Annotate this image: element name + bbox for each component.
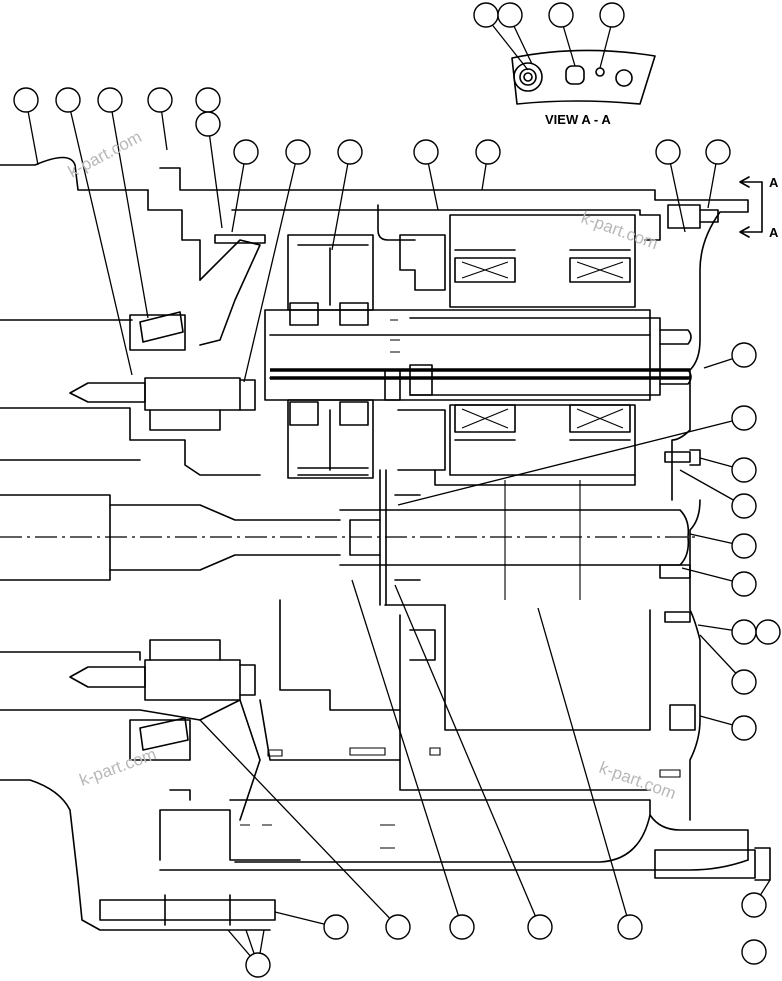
gear-shaft-upper (264, 214, 692, 479)
leader-lines (25, 21, 771, 966)
watermarks: k-part.com k-part.com k-part.com k-part.… (65, 127, 679, 803)
right-bolts (654, 204, 771, 881)
carrier (259, 234, 651, 791)
section-marker: A A (739, 175, 779, 240)
watermark-3: k-part.com (77, 744, 159, 789)
section-letter-bottom: A (769, 225, 779, 240)
lower-drive-assembly (69, 639, 276, 926)
watermark-1: k-part.com (65, 127, 145, 181)
view-title: VIEW A - A (545, 112, 611, 127)
view-a-a-inset: VIEW A - A (511, 49, 656, 127)
callout-circles (13, 2, 781, 978)
watermark-4: k-part.com (597, 758, 679, 803)
dowels (240, 319, 681, 849)
main-shaft (0, 469, 690, 606)
housing (0, 156, 749, 931)
upper-drive-assembly (69, 234, 266, 431)
section-letter-top: A (769, 175, 779, 190)
